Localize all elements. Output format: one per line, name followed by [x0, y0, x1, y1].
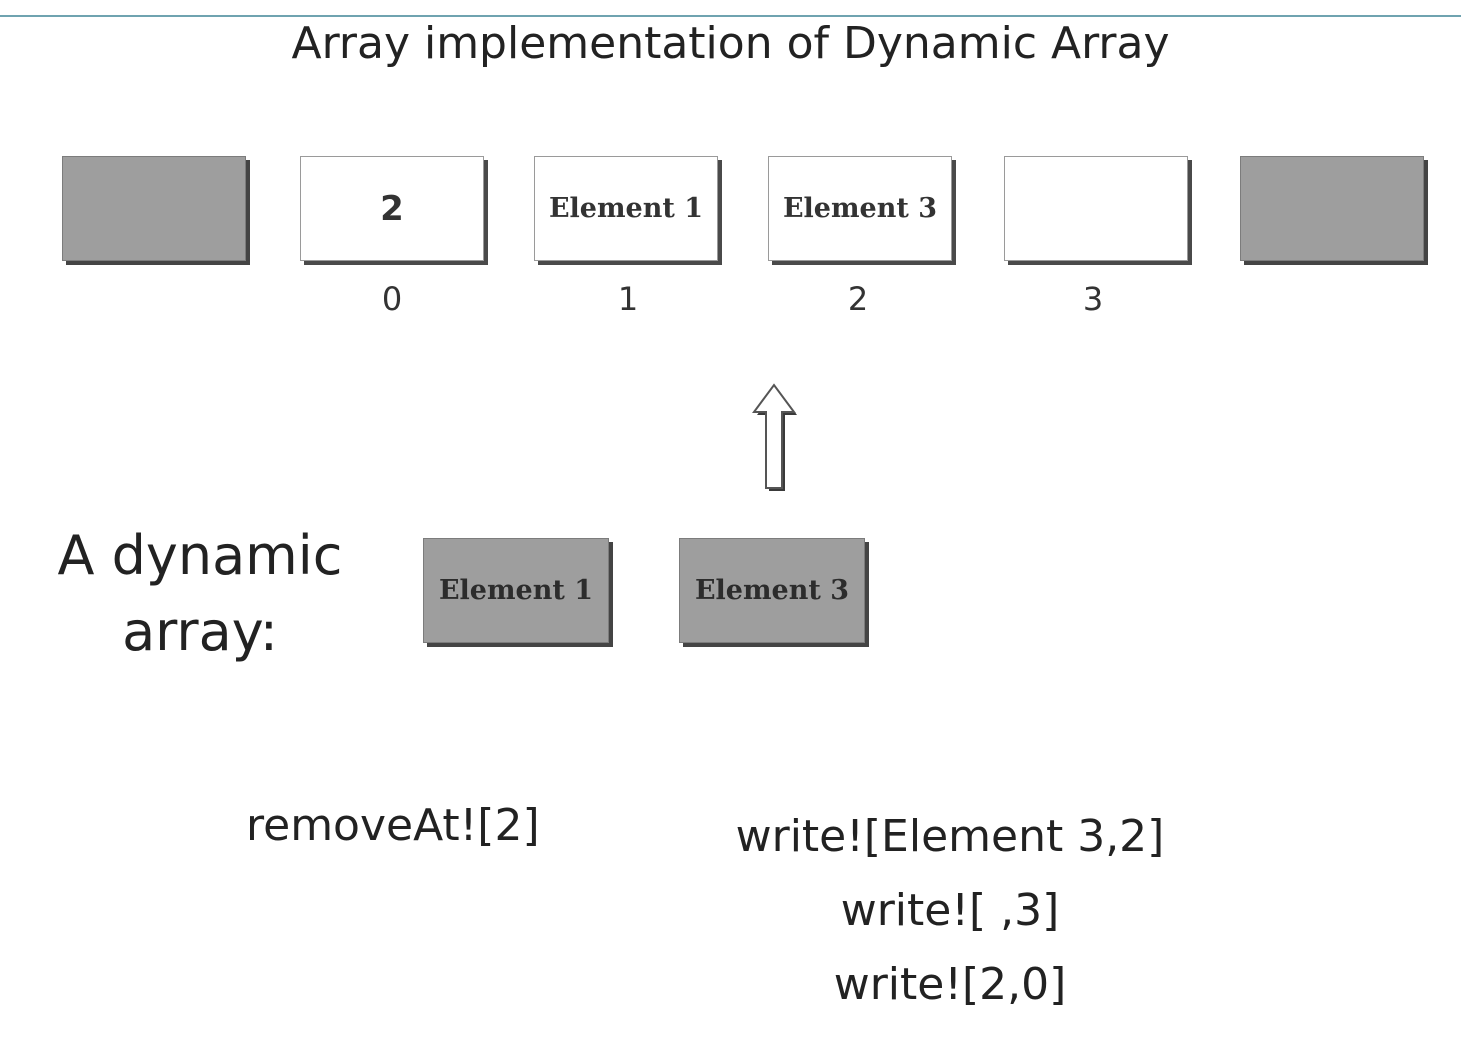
array-cell-outer-right — [1240, 156, 1424, 261]
index-label-1: 1 — [617, 280, 639, 318]
dynamic-array-label-line1: A dynamic — [57, 524, 343, 587]
dynamic-element-2: Element 3 — [679, 538, 865, 643]
array-cell-3 — [1004, 156, 1188, 261]
index-label-0: 0 — [381, 280, 403, 318]
array-cell-2: Element 3 — [768, 156, 952, 261]
dynamic-array-label-line2: array: — [122, 600, 278, 663]
write-operation-2: write![ ,3] — [840, 885, 1060, 936]
array-cell-0: 2 — [300, 156, 484, 261]
write-operation-1: write![Element 3,2] — [735, 811, 1165, 862]
slide-title: Array implementation of Dynamic Array — [291, 18, 1170, 69]
write-operation-3: write![2,0] — [833, 959, 1067, 1010]
array-cell-outer-left — [62, 156, 246, 261]
array-cell-1: Element 1 — [534, 156, 718, 261]
dynamic-element-1: Element 1 — [423, 538, 609, 643]
dynamic-array-label: A dynamic array: — [40, 518, 360, 670]
write-operations: write![Element 3,2] write![ ,3] write![2… — [700, 800, 1200, 1022]
top-rule — [0, 15, 1461, 17]
index-label-2: 2 — [847, 280, 869, 318]
index-label-3: 3 — [1082, 280, 1104, 318]
remove-operation: removeAt![2] — [246, 800, 540, 851]
up-arrow-icon — [752, 383, 797, 491]
